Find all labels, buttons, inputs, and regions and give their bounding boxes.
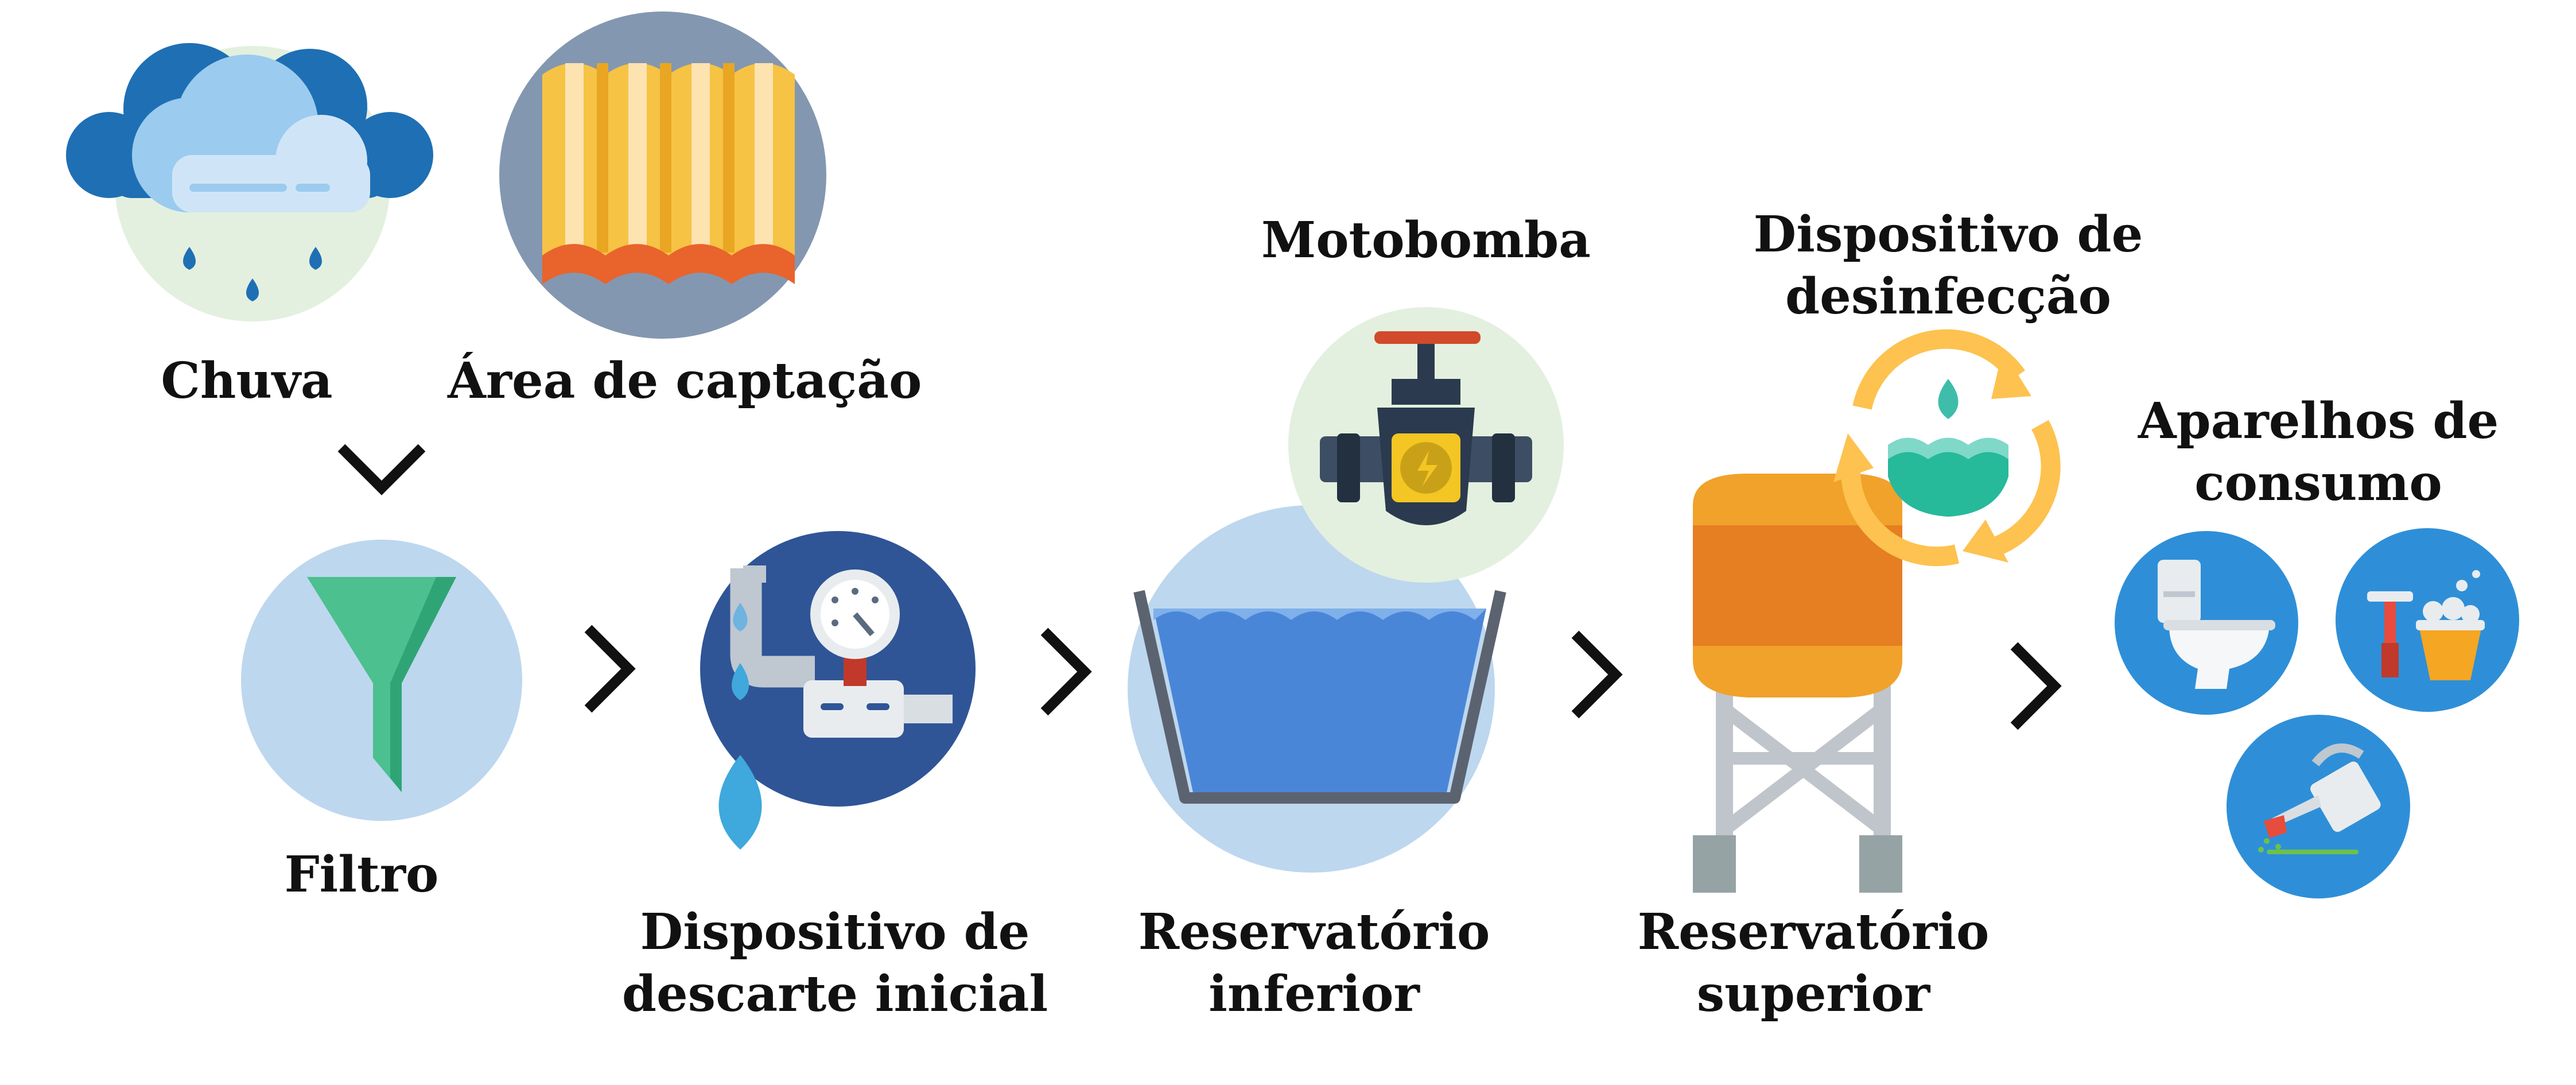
watering-can-icon	[2227, 715, 2410, 898]
label-dispositivo-descarte: Dispositivo de descarte inicial	[621, 903, 1048, 1023]
label-dispositivo-desinfeccao: Dispositivo de desinfecção	[1753, 206, 2143, 326]
rain-cloud-icon	[66, 43, 433, 321]
funnel-icon	[241, 540, 522, 821]
recycle-water-drop-icon	[1833, 329, 2061, 567]
corrugated-roof-icon	[499, 11, 826, 339]
basin-icon	[1128, 505, 1506, 873]
chevron-right-icon	[1571, 630, 1623, 719]
label-reservatorio-inferior: Reservatório inferior	[1138, 903, 1490, 1023]
label-reservatorio-superior: Reservatório superior	[1637, 903, 1990, 1023]
label-chuva: Chuva	[161, 352, 333, 410]
chevron-right-icon	[2010, 642, 2062, 730]
label-area-de-captacao: Área de captação	[448, 352, 922, 410]
valve-gauge-icon	[700, 531, 976, 850]
chevron-right-icon	[584, 625, 636, 713]
label-filtro: Filtro	[284, 846, 439, 904]
cleaning-bucket-icon	[2336, 528, 2519, 712]
chevron-down-icon	[337, 444, 426, 495]
label-aparelhos-de-consumo: Aparelhos de consumo	[2138, 392, 2499, 512]
chevron-right-icon	[1040, 627, 1092, 716]
pump-valve-icon	[1288, 307, 1564, 583]
water-tower-icon	[1693, 474, 1902, 893]
toilet-icon	[2115, 531, 2298, 715]
label-motobomba: Motobomba	[1261, 211, 1591, 269]
